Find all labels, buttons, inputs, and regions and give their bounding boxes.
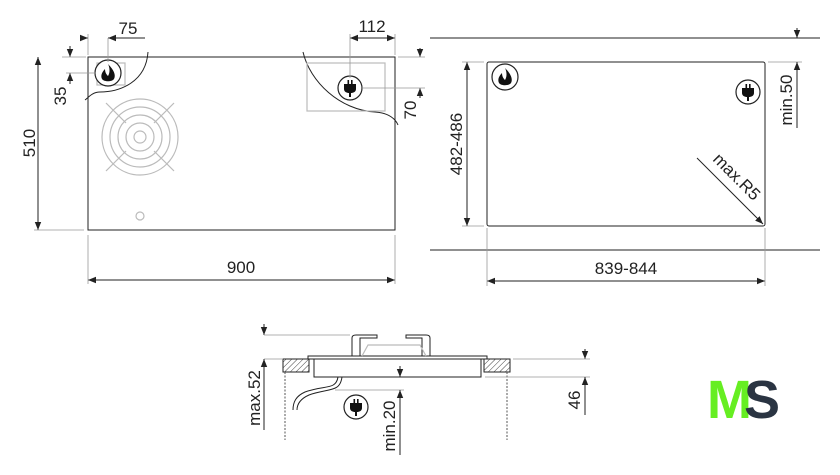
- dim-min-clearance: min.20: [380, 400, 399, 451]
- plug-icon: [343, 394, 369, 420]
- plug-icon: [337, 75, 363, 101]
- hob-body: [313, 358, 482, 378]
- dim-cutout-width: 839-844: [595, 259, 657, 278]
- gas-zone-curve: [84, 51, 149, 101]
- cutout-view: max.R5 min.50 482-486 839-844: [430, 28, 820, 286]
- section-view: max.52 min.20 46: [245, 324, 590, 455]
- countertop-left: [282, 358, 310, 373]
- dim-hob-depth: 510: [20, 129, 39, 157]
- dim-elec-offset: 112: [358, 17, 385, 36]
- cutout-outline: [486, 61, 766, 227]
- dim-gas-offset: 75: [119, 19, 138, 38]
- dim-elec-depth: 70: [401, 101, 420, 120]
- flame-icon: [94, 59, 122, 87]
- dim-back-clearance: min.50: [777, 74, 796, 125]
- hob-outline: [87, 56, 396, 231]
- flame-icon: [491, 63, 519, 91]
- brand-logo: M S: [707, 370, 780, 430]
- pan-support: [351, 334, 431, 356]
- dim-gas-depth: 35: [51, 87, 70, 106]
- logo-letter-m: M: [707, 370, 752, 430]
- countertop-right: [483, 358, 511, 373]
- dim-cutout-depth: 482-486: [447, 113, 466, 175]
- dim-hob-width: 900: [227, 258, 255, 277]
- dim-countertop-depth: 46: [565, 391, 584, 410]
- hob-top-view: 75 35 510 900 112 70: [20, 17, 425, 284]
- plug-icon: [735, 79, 761, 105]
- knob-icon: [135, 211, 145, 221]
- logo-letter-s: S: [744, 370, 780, 430]
- burner-icon: [101, 98, 179, 176]
- dim-max-height: max.52: [245, 370, 264, 426]
- dim-corner-radius: max.R5: [709, 149, 764, 204]
